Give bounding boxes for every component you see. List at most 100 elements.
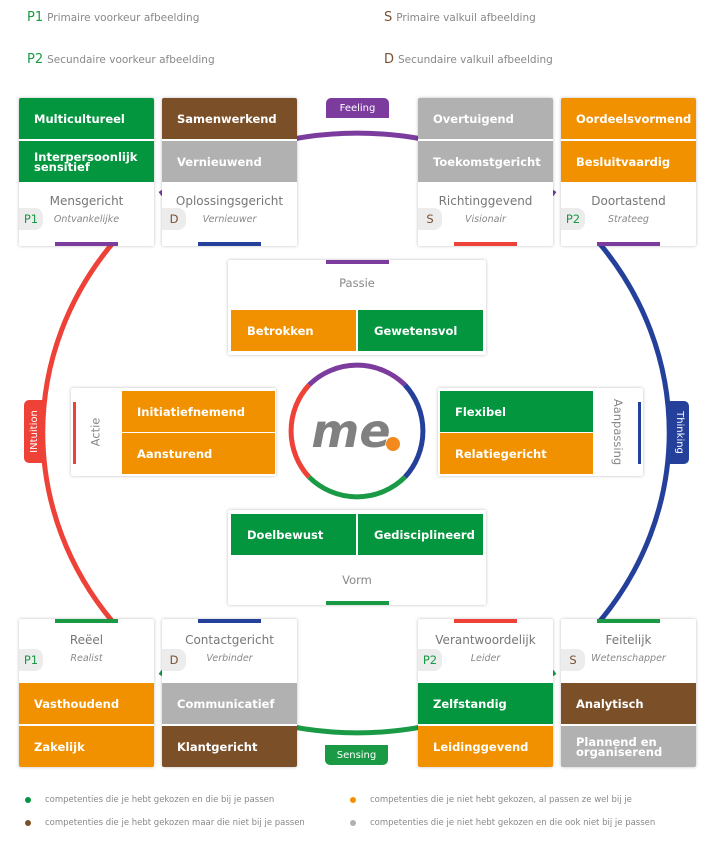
axis-tab-sensing: Sensing: [325, 745, 388, 765]
competency-chip[interactable]: Gedisciplineerd: [358, 514, 483, 555]
competency-chip[interactable]: Betrokken: [231, 310, 356, 351]
card-reeel[interactable]: Reëel Realist P1 Vasthoudend Zakelijk: [19, 619, 154, 767]
competency-chip[interactable]: Leidinggevend: [418, 726, 553, 767]
card-info: Mensgericht Ontvankelijke: [19, 194, 154, 225]
card-info: Reëel Realist: [19, 633, 154, 664]
axis-label: Feeling: [339, 102, 376, 114]
competency-chip[interactable]: Zelfstandig: [418, 683, 553, 724]
competency-chip[interactable]: Besluitvaardig: [561, 141, 696, 182]
card-contactgericht[interactable]: Contactgericht Verbinder D Communicatief…: [162, 619, 297, 767]
legend-label: competenties die je niet hebt gekozen en…: [370, 818, 656, 828]
preference-badge: S: [561, 649, 585, 671]
card-info: Feitelijk Wetenschapper: [561, 633, 696, 664]
legend-dot: [25, 797, 31, 803]
competency-chip[interactable]: Flexibel: [440, 391, 593, 432]
logo-dot: [386, 437, 400, 451]
competency-chip[interactable]: Oordeelsvormend: [561, 98, 696, 139]
legend-label: competenties die je hebt gekozen en die …: [45, 795, 275, 805]
card-richtinggevend[interactable]: Overtuigend Toekomstgericht Richtinggeve…: [418, 98, 553, 246]
preference-badge: D: [162, 208, 186, 230]
axis-label: INtuition: [28, 410, 40, 453]
card-title: Richtinggevend: [438, 194, 533, 208]
card-title: Contactgericht: [185, 633, 274, 647]
competency-chip[interactable]: Relatiegericht: [440, 433, 593, 474]
competency-chip[interactable]: Communicatief: [162, 683, 297, 724]
card-info: Contactgericht Verbinder: [162, 633, 297, 664]
legend-label: Secundaire voorkeur afbeelding: [47, 54, 215, 66]
competency-chip[interactable]: Samenwerkend: [162, 98, 297, 139]
accent-bar: [597, 242, 660, 246]
card-subtitle: Wetenschapper: [591, 653, 666, 664]
preference-badge: P2: [561, 208, 585, 230]
inner-label-text: Actie: [88, 417, 102, 447]
preference-badge: P1: [19, 649, 43, 671]
card-info: Verantwoordelijk Leider: [418, 633, 553, 664]
inner-label: Actie: [80, 388, 110, 476]
logo-ring-green: [307, 475, 407, 500]
card-subtitle: Visionair: [465, 214, 506, 225]
competency-chip[interactable]: Aansturend: [122, 433, 275, 474]
inner-box-actie[interactable]: Actie Initiatiefnemend Aansturend: [71, 388, 276, 476]
inner-box-aanpassing[interactable]: Flexibel Relatiegericht Aanpassing: [438, 388, 643, 476]
competency-chip[interactable]: Multicultureel: [19, 98, 154, 139]
preference-badge: D: [162, 649, 186, 671]
card-verantwoordelijk[interactable]: Verantwoordelijk Leider P2 Zelfstandig L…: [418, 619, 553, 767]
card-subtitle: Leider: [470, 653, 501, 664]
card-subtitle: Vernieuwer: [202, 214, 257, 225]
legend-label: Primaire voorkeur afbeelding: [47, 12, 200, 24]
card-info: Doortastend Strateeg: [561, 194, 696, 225]
competency-chip[interactable]: Analytisch: [561, 683, 696, 724]
card-subtitle: Verbinder: [206, 653, 253, 664]
card-info: Oplossingsgericht Vernieuwer: [162, 194, 297, 225]
logo-text: me: [311, 404, 390, 458]
legend-code: P2: [27, 52, 44, 67]
me-logo: me: [288, 362, 426, 500]
axis-label: Sensing: [336, 749, 377, 761]
competency-chip[interactable]: Vasthoudend: [19, 683, 154, 724]
competency-chip[interactable]: Interpersoonlijk sensitief: [19, 141, 154, 182]
card-title: Mensgericht: [49, 194, 124, 208]
competency-chip[interactable]: Plannend en organiserend: [561, 726, 696, 767]
legend-dot: [350, 820, 356, 826]
card-mensgericht[interactable]: Multicultureel Interpersoonlijk sensitie…: [19, 98, 154, 246]
competency-chip[interactable]: Vernieuwend: [162, 141, 297, 182]
accent-bar: [454, 619, 517, 623]
card-subtitle: Ontvankelijke: [53, 214, 120, 225]
card-doortastend[interactable]: Oordeelsvormend Besluitvaardig Doortaste…: [561, 98, 696, 246]
card-info: Richtinggevend Visionair: [418, 194, 553, 225]
competency-chip[interactable]: Gewetensvol: [358, 310, 483, 351]
preference-badge: P2: [418, 649, 442, 671]
card-oplossingsgericht[interactable]: Samenwerkend Vernieuwend Oplossingsgeric…: [162, 98, 297, 246]
preference-badge: P1: [19, 208, 43, 230]
card-title: Doortastend: [591, 194, 666, 208]
competency-chip[interactable]: Klantgericht: [162, 726, 297, 767]
card-title: Verantwoordelijk: [435, 633, 536, 647]
competency-chip[interactable]: Doelbewust: [231, 514, 356, 555]
card-subtitle: Strateeg: [608, 214, 649, 225]
preference-badge: S: [418, 208, 442, 230]
color-legend-brown: competenties die je hebt gekozen maar di…: [25, 818, 305, 828]
legend-label: competenties die je niet hebt gekozen, a…: [370, 795, 632, 805]
inner-box-passie[interactable]: Passie Betrokken Gewetensvol: [228, 260, 486, 355]
competency-chip[interactable]: Toekomstgericht: [418, 141, 553, 182]
inner-box-vorm[interactable]: Doelbewust Gedisciplineerd Vorm: [228, 510, 486, 605]
inner-label: Aanpassing: [603, 388, 633, 476]
competency-chip[interactable]: Zakelijk: [19, 726, 154, 767]
card-title: Reëel: [69, 633, 104, 647]
axis-tab-feeling: Feeling: [326, 98, 389, 118]
card-feitelijk[interactable]: Feitelijk Wetenschapper S Analytisch Pla…: [561, 619, 696, 767]
legend-dot: [25, 820, 31, 826]
axis-tab-intuition: INtuition: [24, 400, 44, 463]
accent-bar: [198, 619, 261, 623]
accent-bar: [454, 242, 517, 246]
color-legend-green: competenties die je hebt gekozen en die …: [25, 795, 274, 805]
logo-ring-blue: [403, 383, 426, 479]
accent-bar: [73, 402, 76, 464]
competency-chip[interactable]: Initiatiefnemend: [122, 391, 275, 432]
legend-label: competenties die je hebt gekozen maar di…: [45, 818, 305, 828]
competency-chip[interactable]: Overtuigend: [418, 98, 553, 139]
card-title: Feitelijk: [605, 633, 652, 647]
